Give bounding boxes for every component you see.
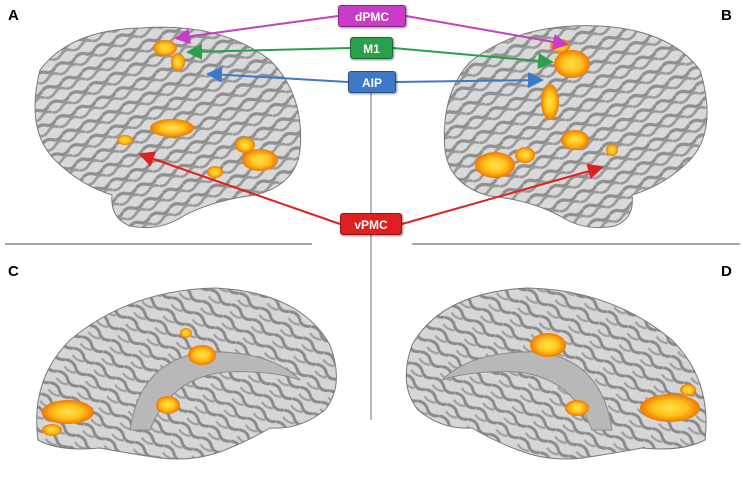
panel-letter-b: B <box>721 7 732 24</box>
activation-blob <box>150 119 194 137</box>
panel-letter-a: A <box>8 7 19 24</box>
brain-right-medial <box>405 287 707 460</box>
dpmc-arrow-left <box>174 15 339 45</box>
m1-arrow-left <box>186 43 351 60</box>
region-tag-vpmc: vPMC <box>340 213 402 235</box>
vpmc-arrow-right <box>401 163 604 225</box>
activation-blob <box>188 345 216 365</box>
activation-blob <box>207 166 223 178</box>
activation-blob <box>640 394 700 422</box>
panel-letter-d: D <box>721 263 732 280</box>
aip-arrow-left <box>206 66 349 83</box>
panel-letter-c: C <box>8 263 19 280</box>
activation-blob <box>475 152 515 178</box>
region-tag-m1: M1 <box>350 37 393 59</box>
activation-blob <box>156 396 180 414</box>
brain-left-lateral <box>34 26 302 229</box>
activation-blob <box>42 400 94 424</box>
region-tag-dpmc: dPMC <box>338 5 406 27</box>
brain-left-medial <box>36 287 337 460</box>
activation-blob <box>680 384 696 396</box>
vpmc-arrow-left <box>138 151 341 225</box>
activation-blob <box>235 137 255 153</box>
activation-blob <box>42 424 62 436</box>
activation-blob <box>515 147 535 163</box>
activation-blob <box>180 328 192 338</box>
activation-blob <box>117 135 133 145</box>
activation-blob <box>242 149 278 171</box>
dpmc-arrow-right <box>405 15 569 50</box>
region-tag-aip: AIP <box>348 71 396 93</box>
activation-blob <box>561 130 589 150</box>
activation-blob <box>554 50 590 78</box>
m1-arrow-right <box>392 47 554 69</box>
activation-blob <box>530 333 566 357</box>
activation-blob <box>153 40 177 56</box>
aip-arrow-right <box>395 72 544 89</box>
activation-blob <box>606 144 618 156</box>
activation-blob <box>171 53 185 71</box>
activation-blob <box>565 400 589 416</box>
activation-blob <box>541 84 559 120</box>
